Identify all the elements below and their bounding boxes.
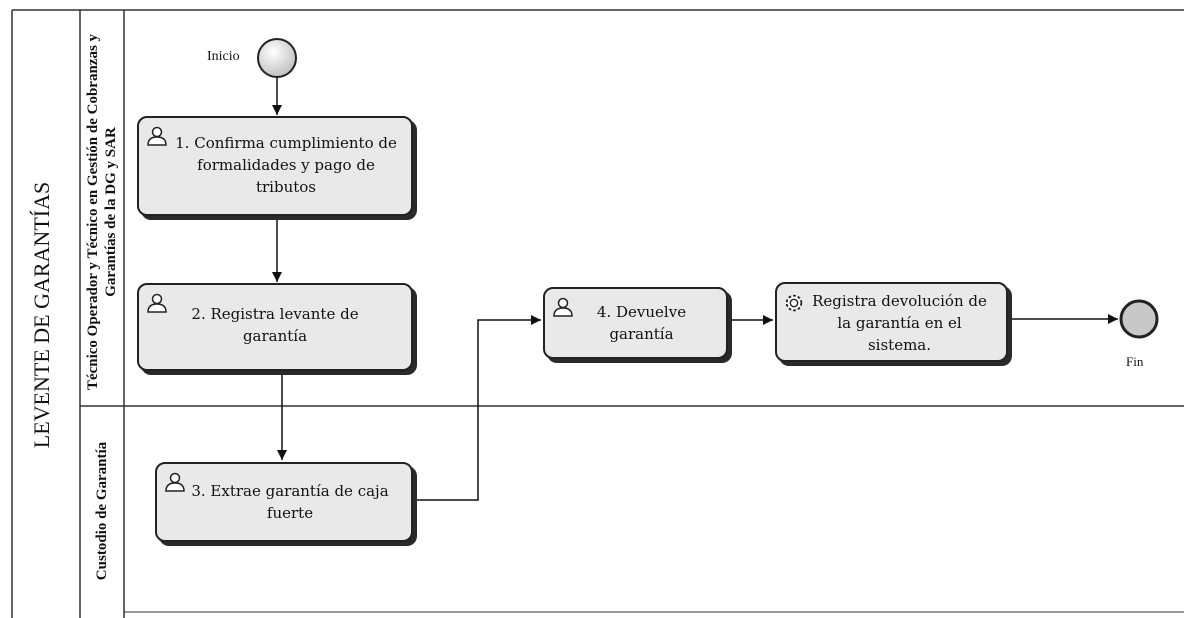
user-icon <box>553 297 573 317</box>
task-5-text: Registra devolución de la garantía en el… <box>812 292 987 354</box>
task-devuelve-garantia[interactable]: 4. Devuelve garantía <box>543 287 728 359</box>
start-event-label: Inicio <box>207 49 240 64</box>
user-icon <box>147 126 167 146</box>
task-confirma-cumplimiento[interactable]: 1. Confirma cumplimiento de formalidades… <box>137 116 413 216</box>
pool-title: LEVENTE DE GARANTÍAS <box>29 181 54 449</box>
task-2-text: 2. Registra levante de garantía <box>191 305 359 345</box>
task-registra-devolucion[interactable]: Registra devolución de la garantía en el… <box>775 282 1008 362</box>
task-3-text: 3. Extrae garantía de caja fuerte <box>191 482 389 522</box>
flow-task3-to-task4 <box>415 315 541 501</box>
lane-label-tecnico: Técnico Operador y Técnico en Gestión de… <box>85 33 119 391</box>
gear-icon <box>785 294 803 312</box>
task-4-text: 4. Devuelve garantía <box>596 303 687 343</box>
task-registra-levante[interactable]: 2. Registra levante de garantía <box>137 283 413 371</box>
end-event <box>1119 299 1159 339</box>
task-extrae-garantia[interactable]: 3. Extrae garantía de caja fuerte <box>155 462 413 542</box>
lane-label-custodio: Custodio de Garantía <box>94 441 110 581</box>
task-1-text: 1. Confirma cumplimiento de formalidades… <box>175 134 397 196</box>
end-event-label: Fin <box>1126 354 1144 369</box>
user-icon <box>165 472 185 492</box>
user-icon <box>147 293 167 313</box>
start-event <box>257 38 297 78</box>
